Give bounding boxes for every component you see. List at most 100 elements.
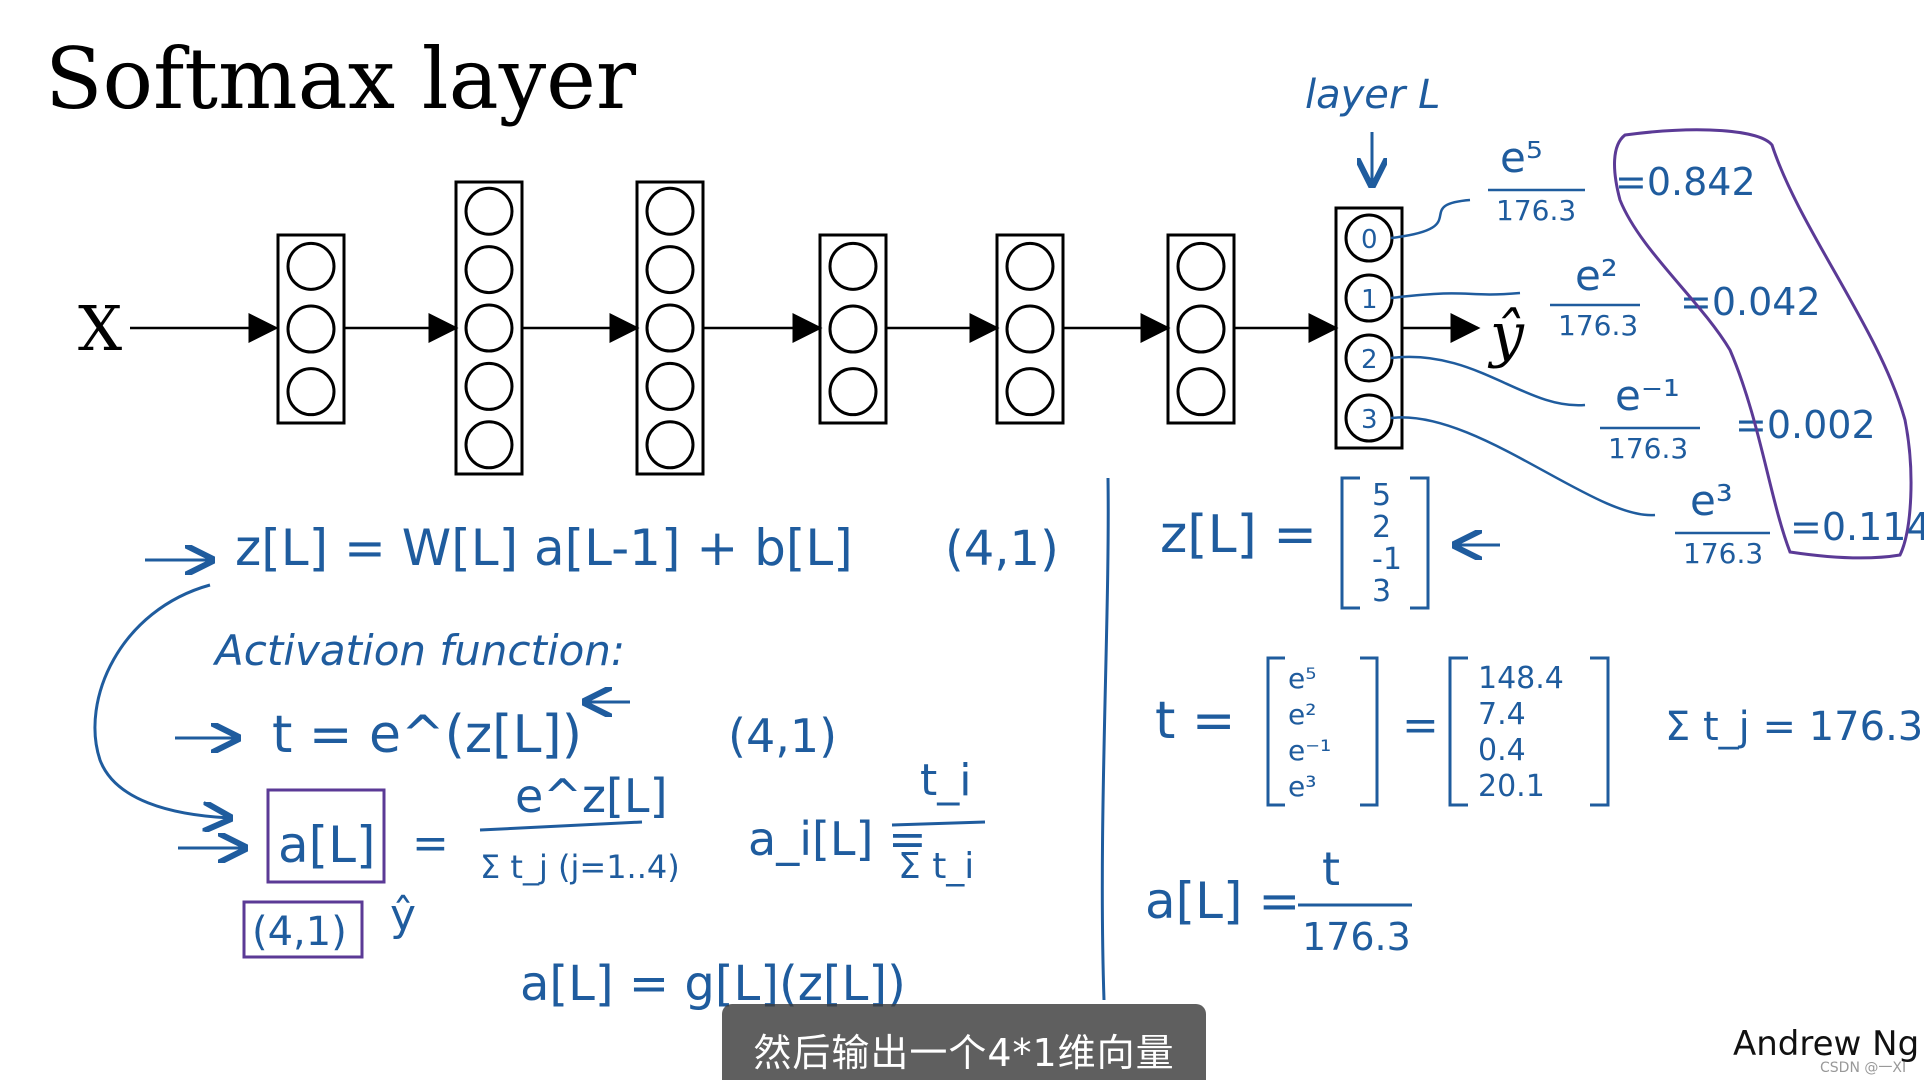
svg-text:e⁻¹: e⁻¹ [1615, 371, 1680, 420]
z-shape: (4,1) [945, 521, 1059, 577]
t-exp-entry: e⁻¹ [1288, 734, 1331, 767]
t-shape: (4,1) [728, 709, 837, 763]
svg-text:=: = [1402, 700, 1439, 751]
z-vector-entry: 3 [1372, 574, 1391, 609]
neuron [645, 420, 695, 470]
a-definition: a[L] = e^z[L] Σ t_j (j=1..4) a_i[L] = t_… [178, 755, 986, 959]
input-label: X [78, 292, 122, 365]
neuron [286, 367, 336, 417]
svg-text:176.3: 176.3 [1558, 309, 1638, 342]
subtitle-text: 然后输出一个4*1维向量 [753, 1031, 1175, 1075]
watermark: CSDN @一XI [1820, 1060, 1906, 1076]
neuron [464, 303, 514, 353]
svg-text:e²: e² [1575, 251, 1618, 300]
neuron [828, 367, 878, 417]
neuron [286, 304, 336, 354]
svg-text:Σ t_j (j=1..4): Σ t_j (j=1..4) [480, 848, 680, 886]
svg-text:176.3: 176.3 [1608, 432, 1688, 465]
author-credit: Andrew Ng [1733, 1024, 1919, 1064]
activation-label: Activation function: [212, 626, 625, 675]
svg-text:(4,1): (4,1) [252, 909, 347, 955]
hidden-layer-4 [818, 233, 888, 425]
z-vector-entry: 2 [1372, 510, 1391, 545]
softmax-output-1: e² 176.3 =0.042 [1390, 251, 1821, 342]
svg-text:a_i[L] =: a_i[L] = [748, 812, 927, 866]
hidden-layer-3 [635, 180, 705, 476]
t-exp-entry: e³ [1288, 770, 1316, 803]
svg-text:=0.842: =0.842 [1615, 160, 1756, 204]
z-vector-entry: 5 [1372, 478, 1391, 513]
svg-text:e⁵: e⁵ [1500, 133, 1543, 182]
svg-text:e³: e³ [1690, 476, 1733, 525]
hidden-layer-1 [276, 233, 346, 425]
z-vector: z[L] = 52-13 [1160, 476, 1500, 610]
neuron [645, 303, 695, 353]
divider-line [1100, 477, 1110, 1001]
output-unit-labels: 0 1 2 3 [1361, 225, 1378, 435]
svg-text:ŷ: ŷ [390, 890, 416, 941]
svg-text:t: t [1322, 842, 1340, 896]
page-title: Softmax layer [45, 30, 637, 128]
neuron [645, 245, 695, 295]
neuron [1176, 304, 1226, 354]
t-exp-entry: e² [1288, 698, 1316, 731]
neuron [645, 186, 695, 236]
neuron [1176, 367, 1226, 417]
svg-text:176.3: 176.3 [1683, 537, 1763, 570]
t-value-entry: 20.1 [1478, 769, 1545, 804]
output-unit-label: 0 [1361, 225, 1378, 255]
neuron [464, 245, 514, 295]
output-unit-label: 1 [1361, 285, 1378, 315]
layer-l-label: layer L [1305, 72, 1440, 118]
svg-text:=0.114: =0.114 [1790, 505, 1924, 549]
svg-text:t =: t = [1155, 691, 1236, 751]
output-unit-label: 2 [1361, 345, 1378, 375]
neuron [286, 241, 336, 291]
neuron [1005, 367, 1055, 417]
svg-text:Σ t_i: Σ t_i [898, 846, 974, 887]
svg-text:=0.042: =0.042 [1680, 280, 1821, 324]
svg-text:z[L] =: z[L] = [1160, 505, 1317, 565]
probability-enclosure [1613, 128, 1913, 560]
svg-text:=: = [412, 818, 449, 869]
softmax-outputs: e⁵176.3=0.842e²176.3=0.042e⁻¹176.3=0.002… [1390, 133, 1924, 570]
hidden-layer-5 [995, 233, 1065, 425]
hidden-layer-2 [454, 180, 524, 476]
neuron [464, 361, 514, 411]
t-value-entry: 7.4 [1478, 697, 1526, 732]
output-unit-label: 3 [1361, 405, 1378, 435]
z-definition: z[L] = W[L] a[L-1] + b[L] (4,1) [145, 519, 1059, 577]
t-definition: t = e^(z[L]) (4,1) [175, 702, 837, 765]
t-exp-entry: e⁵ [1288, 662, 1316, 695]
svg-text:t = e^(z[L]): t = e^(z[L]) [272, 705, 582, 765]
z-vector-entry: -1 [1372, 542, 1402, 577]
a-final: a[L] = t 176.3 [1145, 842, 1412, 959]
hidden-layer-6 [1166, 233, 1236, 425]
neuron [464, 420, 514, 470]
svg-text:a[L] =: a[L] = [1145, 872, 1300, 930]
svg-text:176.3: 176.3 [1496, 194, 1576, 227]
softmax-output-0: e⁵ 176.3 =0.842 [1390, 133, 1756, 240]
g-definition: a[L] = g[L](z[L]) [520, 956, 906, 1012]
neuron [828, 304, 878, 354]
a-shape-box [242, 900, 364, 959]
output-label: ŷ [1487, 300, 1525, 370]
svg-text:t_i: t_i [920, 755, 971, 806]
a-box [266, 788, 386, 884]
neuron [1005, 241, 1055, 291]
neuron [1005, 304, 1055, 354]
neuron [1176, 241, 1226, 291]
svg-text:e^z[L]: e^z[L] [515, 769, 668, 823]
neuron [464, 186, 514, 236]
svg-text:z[L] = W[L] a[L-1] + b[L]: z[L] = W[L] a[L-1] + b[L] [235, 519, 853, 577]
t-sum: Σ t_j = 176.3 [1665, 704, 1923, 750]
t-value-entry: 148.4 [1478, 661, 1564, 696]
svg-text:176.3: 176.3 [1302, 915, 1411, 959]
neuron [828, 241, 878, 291]
neuron [645, 361, 695, 411]
t-value-entry: 0.4 [1478, 733, 1526, 768]
